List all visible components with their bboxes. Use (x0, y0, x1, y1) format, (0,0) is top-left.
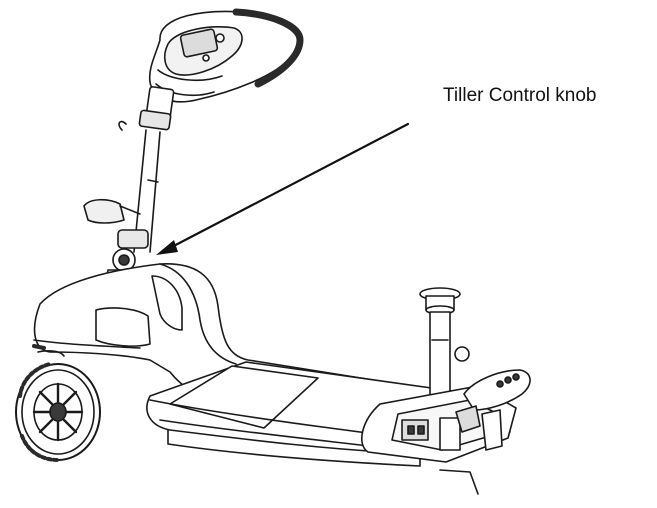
callout-arrow (156, 122, 410, 255)
rear-assembly (360, 287, 531, 495)
front-wheel (15, 362, 101, 462)
callout-label: Tiller Control knob (443, 85, 597, 106)
handlebar (148, 8, 304, 103)
